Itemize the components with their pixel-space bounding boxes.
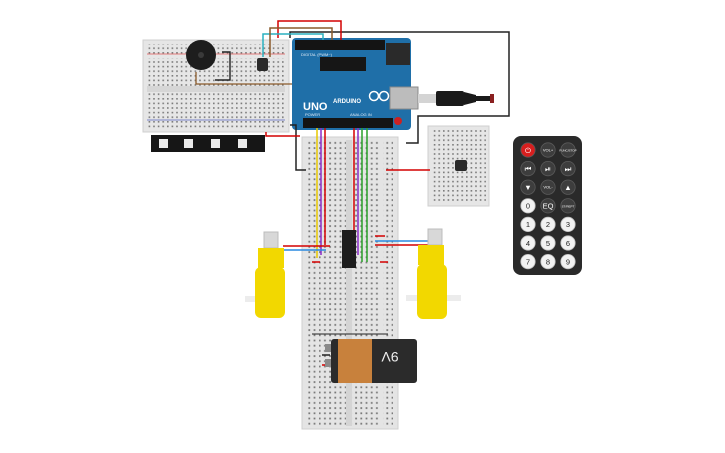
remote-key[interactable]: 1 [520,216,536,232]
remote-key[interactable]: ST/REPT [560,198,576,214]
remote-key-label: FUNC/STOP [559,149,576,153]
remote-key-button[interactable] [540,179,556,195]
remote-key-label: 8 [546,257,550,266]
remote-key[interactable]: FUNC/STOP [559,142,577,158]
remote-key-button[interactable] [540,142,556,158]
left-motor [245,231,285,318]
digital-header [295,40,385,50]
remote-key-label: 9 [566,257,570,266]
remote-key-button[interactable] [520,235,536,251]
remote-key-button[interactable] [520,179,536,195]
remote-key[interactable]: 0 [520,198,536,214]
remote-key[interactable]: 2 [540,216,556,232]
remote-key[interactable]: 5 [540,235,556,251]
battery-label: 9V [381,349,399,365]
wires [262,20,510,366]
remote-key-label: 4 [526,239,530,248]
power-jack [386,43,410,65]
top-left-breadboard [142,39,290,133]
remote-key-button[interactable] [520,161,536,177]
remote-key[interactable]: ⏯ [540,161,556,177]
remote-key-label: ⏭ [565,164,572,173]
ir-receiver-right [455,160,467,171]
remote-key-label: 3 [566,220,570,229]
remote-key[interactable]: ⏻ [520,142,536,158]
arduino-uno: UNO ARDUINO DIGITAL (PWM~) POWER ANALOG … [292,38,419,130]
microcontroller-chip [320,57,366,71]
remote-key[interactable]: 3 [560,216,576,232]
remote-key-button[interactable] [520,198,536,214]
remote-key[interactable]: 9 [560,254,576,270]
remote-key-label: ⏻ [525,146,532,155]
remote-key-label: 6 [566,239,570,248]
remote-key-button[interactable] [540,161,556,177]
remote-key[interactable]: EQ [540,198,556,214]
wire-buzzer-black [215,51,231,81]
remote-key[interactable]: ▲ [560,179,576,195]
ir-receiver-top [257,58,268,71]
power-header [303,118,393,128]
led-strip [151,135,265,152]
remote-key[interactable]: 8 [540,254,556,270]
arduino-power-label: POWER [305,112,320,117]
ir-remote: ⏻ VOL+ FUNC/STOP ⏮ ⏯ ⏭ ▼ VOL- ▲ 0 EQ ST/REPT 1 2 3 4 5 6 7… [513,136,582,275]
remote-key[interactable]: 6 [560,235,576,251]
remote-key-button[interactable] [560,198,576,214]
remote-key[interactable]: VOL+ [540,142,556,158]
remote-key[interactable]: 4 [520,235,536,251]
remote-key-label: VOL+ [543,148,554,153]
remote-key-button[interactable] [540,216,556,232]
remote-key-button[interactable] [560,142,576,158]
remote-key[interactable]: ▼ [520,179,536,195]
remote-key-button[interactable] [560,235,576,251]
remote-key-button[interactable] [520,216,536,232]
piezo-buzzer [186,40,216,70]
arduino-brand-label: ARDUINO [333,99,361,105]
remote-key-label: 5 [546,239,550,248]
remote-key-label: ▼ [524,183,531,192]
remote-key-label: EQ [543,202,554,211]
arduino-logo [368,90,390,102]
remote-key[interactable]: ⏮ [520,161,536,177]
remote-key-label: 7 [526,257,530,266]
usb-port [389,86,419,110]
remote-key-button[interactable] [540,235,556,251]
remote-key[interactable]: VOL- [540,179,556,195]
remote-key-button[interactable] [520,142,536,158]
remote-key-button[interactable] [560,216,576,232]
remote-key-button[interactable] [560,161,576,177]
reset-button [394,117,402,125]
arduino-model-label: UNO [303,101,328,113]
wire-buzzer-brown [195,72,292,85]
usb-cable [418,91,494,106]
remote-key-label: ⏮ [525,164,532,173]
remote-key-label: 2 [546,220,550,229]
right-motor [406,228,461,319]
arduino-analog-label: ANALOG IN [350,112,372,117]
battery-9v: 9V [325,339,417,383]
remote-key-button[interactable] [560,179,576,195]
remote-key-label: ST/REPT [562,204,575,208]
right-breadboard [427,125,490,207]
motor-driver-chip [342,230,356,268]
remote-key[interactable]: 7 [520,254,536,270]
remote-key-label: VOL- [543,185,553,190]
remote-key-button[interactable] [560,254,576,270]
remote-key-button[interactable] [520,254,536,270]
remote-key-label: ⏯ [545,164,551,173]
remote-key-label: 0 [526,202,530,211]
remote-key-label: ▲ [564,183,571,192]
remote-key-label: 1 [526,220,530,229]
remote-key[interactable]: ⏭ [560,161,576,177]
remote-key-button[interactable] [540,198,556,214]
arduino-digital-label: DIGITAL (PWM~) [301,52,333,57]
remote-key-button[interactable] [540,254,556,270]
